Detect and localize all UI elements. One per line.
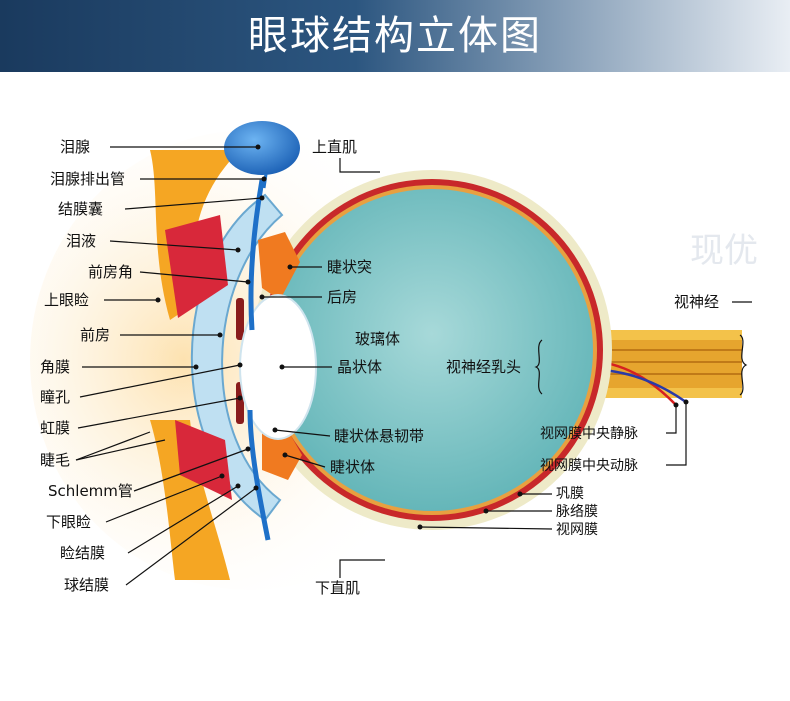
label-vitreous-body: 玻璃体 (355, 330, 400, 348)
label-zonule: 睫状体悬韧带 (334, 427, 424, 445)
label-posterior-chamber: 后房 (327, 288, 357, 306)
label-optic-nerve: 视神经 (674, 293, 719, 311)
label-anterior-chamber: 前房 (80, 326, 110, 344)
label-retina: 视网膜 (556, 522, 598, 538)
conjunctiva-lower (247, 409, 271, 541)
label-eyelash: 睫毛 (40, 451, 70, 469)
label-lacrimal-gland: 泪腺 (60, 138, 90, 156)
label-sclera: 巩膜 (556, 486, 584, 502)
label-ciliary-process: 睫状突 (327, 258, 372, 276)
vitreous-shape (271, 189, 593, 511)
label-choroid: 脉络膜 (556, 504, 598, 520)
ciliary-upper (258, 232, 300, 300)
label-iris: 虹膜 (40, 419, 70, 437)
label-upper-eyelid: 上眼睑 (44, 291, 89, 309)
page-title: 眼球结构立体图 (248, 13, 542, 59)
label-lacrimal-duct: 泪腺排出管 (50, 170, 125, 188)
label-ciliary-body: 睫状体 (330, 458, 375, 476)
label-central-retinal-vein: 视网膜中央静脉 (540, 426, 638, 442)
lacrimal-gland-shape (224, 121, 300, 175)
label-pupil: 瞳孔 (40, 388, 70, 406)
watermark: 现优 (690, 231, 758, 271)
iris-upper (236, 298, 244, 340)
label-bulbar-conjunctiva: 球结膜 (64, 576, 109, 594)
label-optic-disc: 视神经乳头 (446, 358, 521, 376)
label-cornea: 角膜 (40, 358, 70, 376)
label-tear-fluid: 泪液 (66, 232, 96, 250)
title-banner (0, 0, 790, 72)
label-palpebral-conjunctiva: 睑结膜 (60, 544, 105, 562)
lower-lid-tarsus (175, 420, 232, 500)
label-superior-rectus: 上直肌 (312, 138, 357, 156)
label-conjunctival-sac: 结膜囊 (58, 200, 103, 218)
label-lower-eyelid: 下眼睑 (46, 513, 91, 531)
label-central-retinal-artery: 视网膜中央动脉 (540, 458, 638, 474)
upper-lid-tarsus (165, 215, 228, 318)
lower-lid (150, 420, 230, 580)
label-anterior-chamber-angle: 前房角 (88, 263, 133, 281)
label-lens: 晶状体 (337, 358, 382, 376)
label-inferior-rectus: 下直肌 (315, 579, 360, 597)
conjunctiva-upper (248, 179, 265, 331)
label-schlemm-canal: Schlemm管 (48, 482, 133, 500)
